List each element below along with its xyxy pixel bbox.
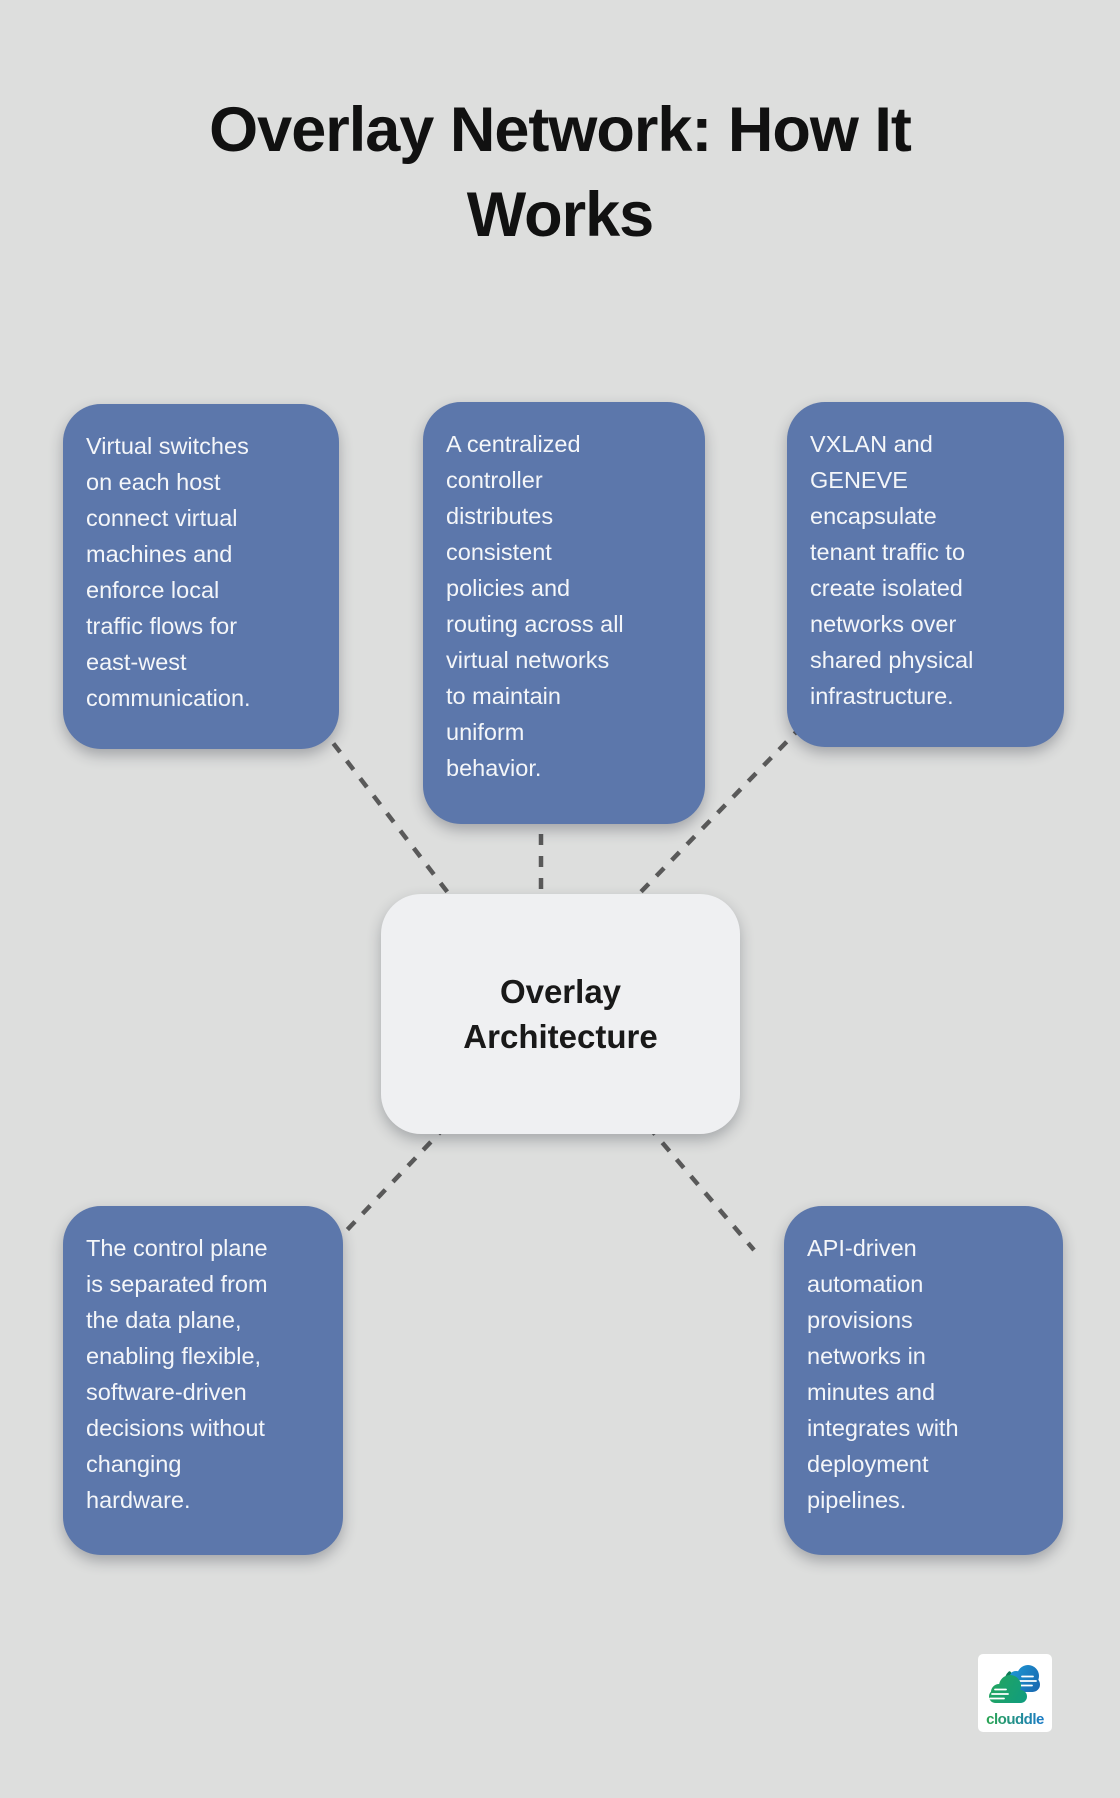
- node-api-automation: API-driven automation provisions network…: [784, 1206, 1063, 1555]
- page-title: Overlay Network: How It Works: [209, 95, 912, 250]
- node-vxlan-geneve: VXLAN and GENEVE encapsulate tenant traf…: [787, 402, 1064, 747]
- connector-center-bottomright: [646, 1124, 756, 1252]
- connector-topright-center: [631, 724, 804, 902]
- node-centralized-controller: A centralized controller distributes con…: [423, 402, 705, 824]
- logo-wordmark: clouddle: [986, 1711, 1044, 1728]
- connector-topleft-center: [318, 724, 454, 900]
- node-virtual-switches: Virtual switches on each host connect vi…: [63, 404, 339, 749]
- connector-center-bottomleft: [326, 1124, 448, 1252]
- clouddle-logo: clouddle: [978, 1654, 1052, 1732]
- cloud-green-icon: [989, 1675, 1027, 1703]
- node-control-plane: The control plane is separated from the …: [63, 1206, 343, 1555]
- center-node-overlay-architecture: Overlay Architecture: [381, 894, 740, 1134]
